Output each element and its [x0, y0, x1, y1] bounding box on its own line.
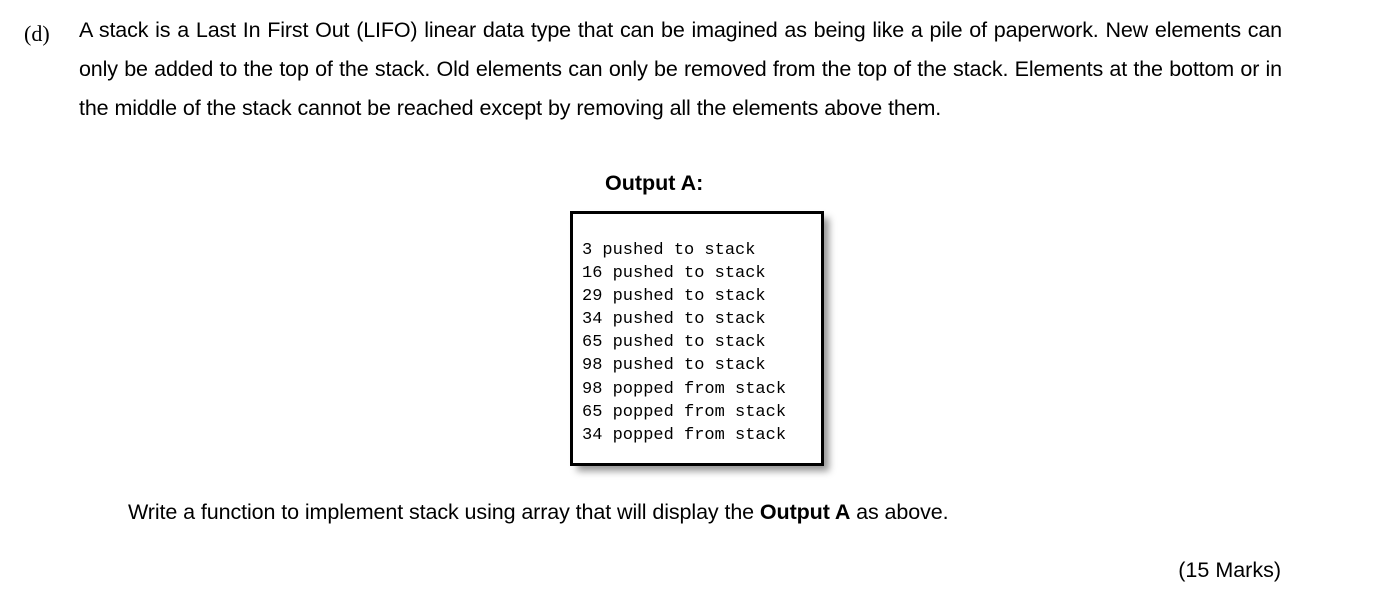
instruction-prefix: Write a function to implement stack usin… [128, 500, 760, 524]
output-a-heading: Output A: [605, 171, 704, 195]
instruction-suffix: as above. [850, 500, 949, 524]
console-output-text: 3 pushed to stack 16 pushed to stack 29 … [582, 241, 787, 445]
question-body-text: A stack is a Last In First Out (LIFO) li… [79, 18, 1282, 120]
question-label: (d) [24, 21, 50, 46]
question-block: (d) A stack is a Last In First Out (LIFO… [24, 11, 1282, 128]
marks-label: (15 Marks) [1178, 558, 1281, 582]
output-box-wrapper: 3 pushed to stack 16 pushed to stack 29 … [570, 211, 824, 466]
console-output-box: 3 pushed to stack 16 pushed to stack 29 … [570, 211, 824, 466]
instruction-emphasis: Output A [759, 500, 851, 524]
instruction-line: Write a function to implement stack usin… [128, 495, 949, 529]
